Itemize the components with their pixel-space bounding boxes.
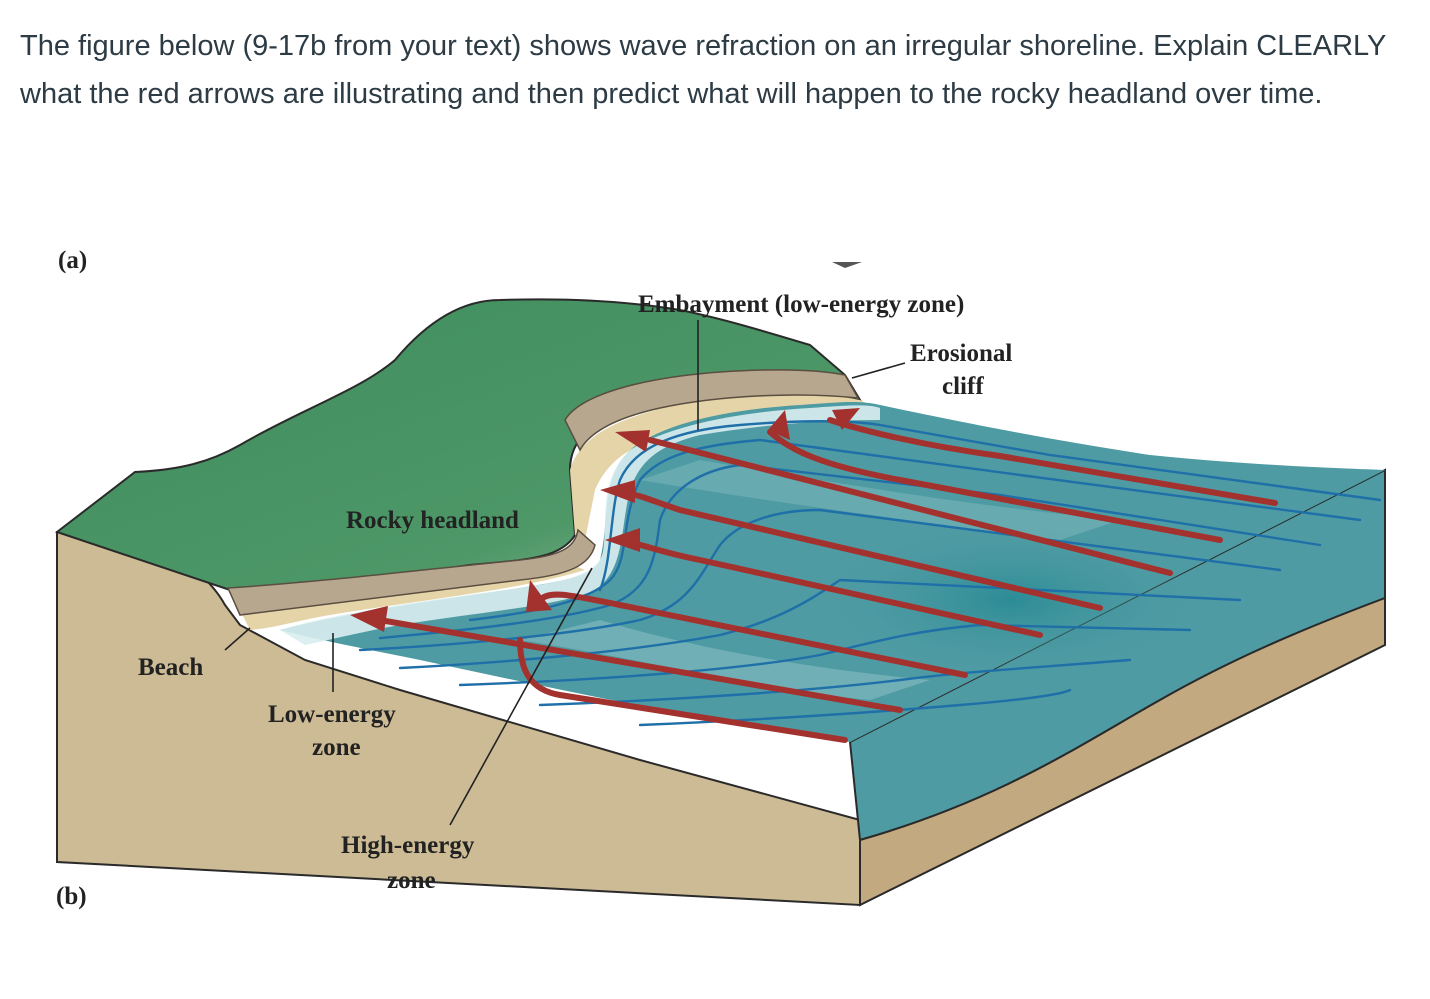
wave-crest-7 [538,658,1132,707]
label-low-energy: Low-energy [268,701,396,728]
wave-crest-6 [458,623,1192,687]
wave-crest-4 [358,508,1282,652]
water-light-band [520,620,930,700]
label-rocky-headland: Rocky headland [346,507,519,534]
shore-foam-headland [280,405,880,645]
front-sediment [859,596,1386,907]
label-panel-b: (b) [56,883,87,910]
erosional-cliff-leader [851,362,906,379]
label-embayment: Embayment (low-energy zone) [638,291,964,318]
red-arrow-icon [615,430,650,452]
red-arrow-icon [768,410,790,440]
beach-leader [224,627,251,651]
red-arrow-icon [350,606,388,632]
red-arrow-icon [377,617,903,713]
red-arrow-icon [647,437,1173,576]
question-text: The figure below (9-17b from your text) … [20,30,1386,110]
red-arrow-icon [767,429,1223,543]
label-high-energy: High-energy [341,832,475,859]
wave-crest-3 [378,463,1322,640]
label-beach: Beach [138,654,203,681]
label-top-cut: (a) [58,247,87,274]
headland-cliff [226,528,596,616]
embayment-cliff [564,369,860,452]
red-arrow-icon [537,591,968,678]
label-high-energy-zone: zone [387,867,436,894]
red-arrow-icon [600,480,635,503]
label-erosional: Erosional [910,340,1012,367]
wave-crest-5 [398,578,1242,670]
red-arrow-icon [605,528,640,552]
wave-crest-2 [468,438,1362,622]
red-arrow-icon [832,408,860,430]
arrow-heads [350,408,860,632]
label-low-energy-zone: zone [312,734,361,761]
leader-lines [224,320,906,826]
cut-off-arrow-fragment [832,262,862,268]
red-arrow-icon [526,580,552,612]
label-cliff: cliff [942,373,984,400]
high-energy-leader [449,567,593,826]
